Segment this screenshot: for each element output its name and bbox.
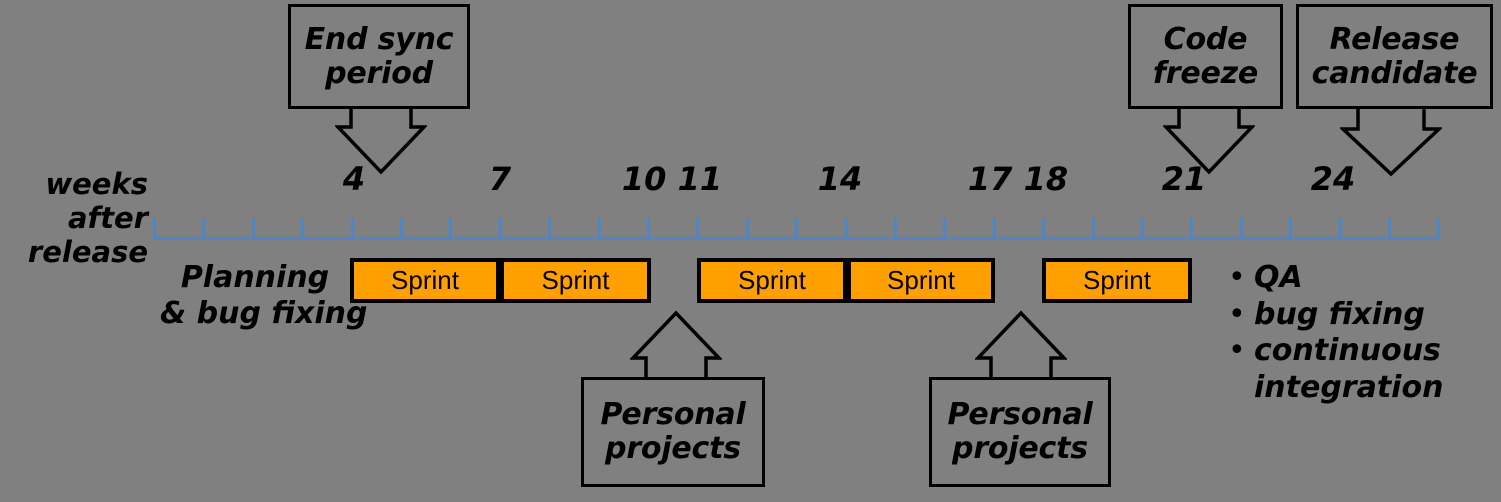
callout-release-candidate-line-2: candidate (1311, 55, 1478, 91)
axis-tick (1388, 218, 1391, 240)
week-label-14: 14 (817, 160, 863, 198)
bullet-dot-icon-2: • (1228, 296, 1246, 332)
axis-tick (449, 218, 453, 240)
bullet-dot-icon-3: • (1228, 333, 1246, 369)
planning-label: Planning & bug fixing (160, 260, 368, 332)
callout-release-candidate: Release candidate (1296, 4, 1493, 109)
axis-tick (498, 218, 502, 240)
activities-item-ci-line-2: integration (1254, 369, 1444, 405)
callout-personal-projects-1-line-1: Personal (600, 397, 746, 433)
week-label-24: 24 (1310, 160, 1356, 198)
activities-item-bug-fixing-label: bug fixing (1254, 296, 1425, 332)
axis-tick (153, 218, 156, 240)
axis-tick (597, 218, 601, 240)
callout-personal-projects-1: Personal projects (581, 377, 765, 487)
arrow-release-candidate-to-week-24 (1340, 106, 1442, 178)
callout-end-sync-period: End sync period (288, 4, 470, 109)
week-label-4: 4 (342, 160, 366, 198)
axis-tick (992, 218, 996, 240)
axis-tick (844, 218, 848, 240)
callout-code-freeze-line-2: freeze (1152, 55, 1259, 91)
axis-tick (795, 218, 799, 240)
callout-code-freeze-line-1: Code (1163, 21, 1248, 57)
sprint-bar-3-label: Sprint (738, 265, 806, 295)
axis-tick (1141, 218, 1144, 240)
axis-tick (745, 218, 749, 240)
callout-personal-projects-2-line-2: projects (952, 431, 1088, 466)
bullet-dot-icon-1: • (1228, 260, 1246, 295)
arrow-personal-projects-2 (975, 310, 1067, 380)
callout-code-freeze: Code freeze (1128, 4, 1283, 109)
callout-end-sync-line-1: End sync (304, 21, 454, 57)
axis-tick (548, 218, 552, 240)
axis-tick (1091, 218, 1095, 240)
sprint-bar-5-label: Sprint (1083, 265, 1151, 295)
callout-release-candidate-line-1: Release (1329, 21, 1460, 57)
arrow-end-sync-to-week-4 (335, 106, 427, 176)
sprint-bar-2-label: Sprint (541, 265, 610, 295)
activities-item-ci-line-1: continuous (1254, 333, 1441, 369)
activities-item-qa: • QA (1228, 260, 1496, 297)
activities-item-continuous-integration: • continuous integration (1228, 333, 1496, 406)
axis-tick (1042, 218, 1046, 240)
sprint-bar-5[interactable]: Sprint (1042, 258, 1192, 303)
timeline-axis (153, 212, 1441, 242)
axis-tick (943, 218, 947, 240)
callout-personal-projects-2-line-1: Personal (947, 397, 1093, 433)
activities-list: • QA • bug fixing • continuous integrati… (1228, 260, 1496, 406)
arrow-code-freeze-to-week-21 (1163, 106, 1255, 176)
arrow-personal-projects-1 (630, 310, 722, 380)
axis-tick (251, 218, 255, 240)
sprint-bar-1[interactable]: Sprint (350, 258, 500, 303)
sprint-bar-1-label: Sprint (391, 265, 459, 295)
axis-tick (696, 218, 700, 240)
week-label-21: 21 (1161, 160, 1207, 198)
axis-tick (202, 218, 206, 240)
activities-item-qa-label: QA (1254, 260, 1303, 295)
sprint-bar-2[interactable]: Sprint (500, 258, 651, 303)
week-label-17-18: 17 18 (967, 160, 1069, 198)
axis-tick (301, 218, 305, 240)
axis-tick (1338, 218, 1342, 240)
sprint-bar-4[interactable]: Sprint (847, 258, 995, 303)
axis-tick (1289, 218, 1293, 240)
axis-tick (400, 218, 403, 240)
callout-end-sync-line-2: period (325, 55, 433, 91)
week-label-7: 7 (488, 160, 512, 198)
planning-label-line-1: Planning (180, 260, 330, 295)
axis-tick (894, 218, 897, 240)
axis-caption-line-2: after (67, 201, 148, 236)
axis-caption-line-1: weeks (45, 167, 148, 201)
axis-tick (350, 218, 354, 240)
callout-personal-projects-2: Personal projects (929, 377, 1111, 487)
axis-caption-line-3: release (27, 235, 148, 270)
sprint-bar-4-label: Sprint (887, 265, 955, 295)
axis-tick (1437, 218, 1441, 240)
week-label-10-11: 10 11 (621, 160, 723, 198)
axis-tick (1190, 218, 1194, 240)
planning-label-line-2: & bug fixing (160, 296, 368, 331)
axis-tick (647, 218, 650, 240)
sprint-bar-3[interactable]: Sprint (697, 258, 847, 303)
activities-item-bug-fixing: • bug fixing (1228, 297, 1496, 334)
axis-caption: weeks after release (8, 167, 148, 270)
callout-personal-projects-1-line-2: projects (605, 431, 741, 466)
axis-tick (1239, 218, 1243, 240)
